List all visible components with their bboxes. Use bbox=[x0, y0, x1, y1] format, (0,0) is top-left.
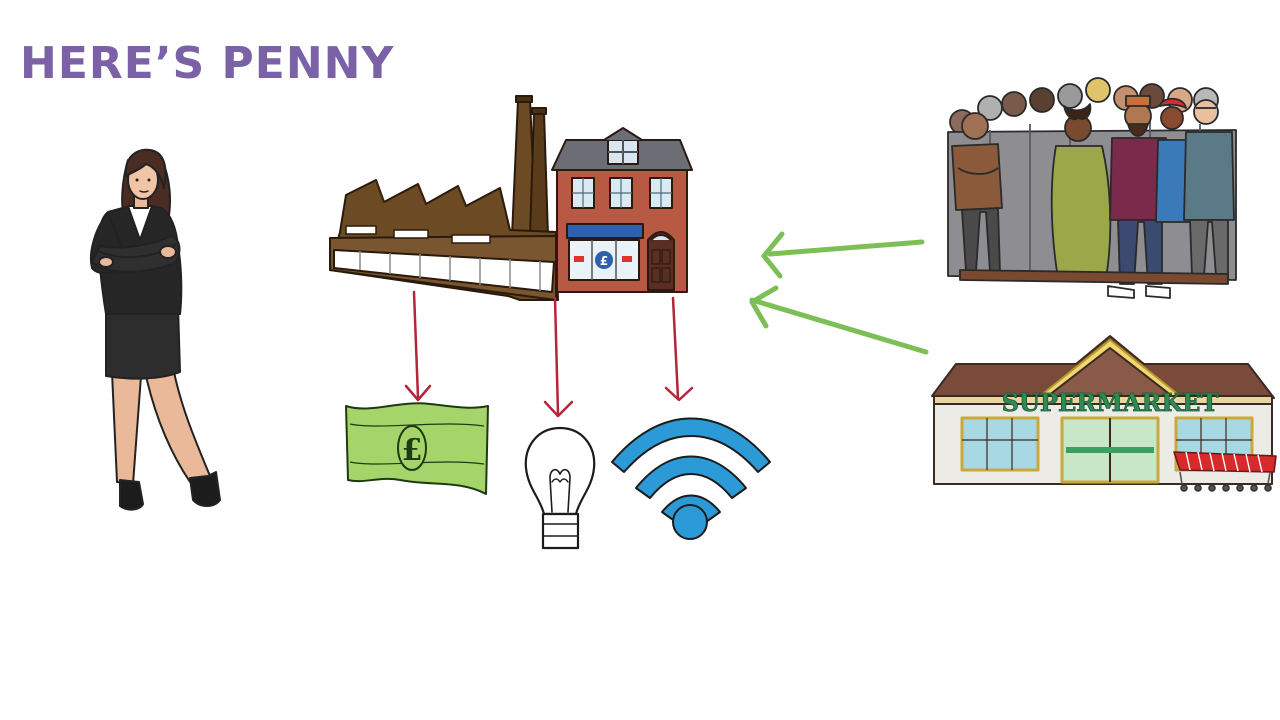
factory-icon bbox=[329, 95, 559, 301]
shop-building-icon: £ bbox=[551, 127, 693, 293]
arrow-down-icon bbox=[543, 296, 574, 418]
cost-arrows bbox=[404, 290, 694, 418]
svg-text:£: £ bbox=[402, 433, 423, 468]
banknote-icon: £ bbox=[345, 402, 489, 495]
light-bulb-icon bbox=[524, 426, 596, 550]
arrow-down-icon bbox=[404, 290, 432, 402]
demand-arrows bbox=[749, 231, 929, 355]
arrow-left-icon bbox=[749, 285, 929, 355]
page-title: HERE’S PENNY bbox=[20, 38, 395, 89]
businesswoman-icon bbox=[90, 148, 221, 511]
arrow-left-icon bbox=[761, 231, 925, 279]
crowd-icon bbox=[947, 77, 1237, 299]
shopping-trolleys-icon bbox=[1173, 451, 1277, 492]
supermarket-sign: SUPERMARKET bbox=[1002, 388, 1219, 417]
wifi-icon bbox=[611, 417, 771, 540]
arrow-down-icon bbox=[664, 296, 694, 402]
svg-text:£: £ bbox=[600, 254, 608, 268]
